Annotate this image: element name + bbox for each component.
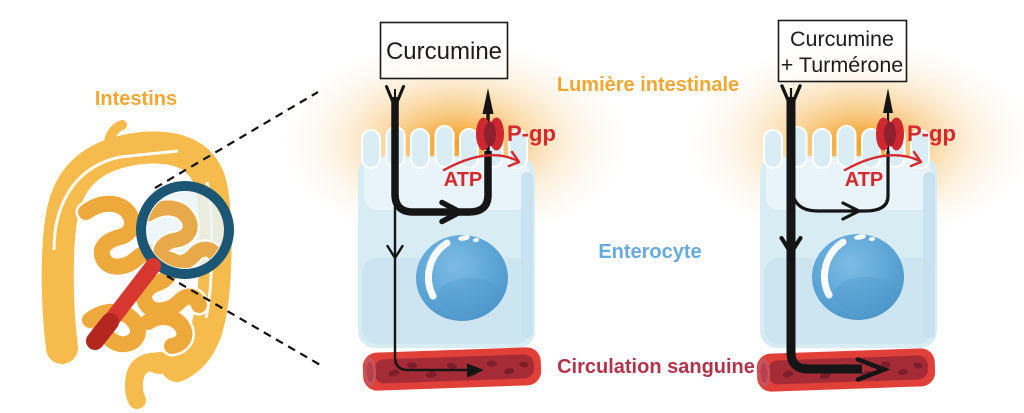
pgp-transporter	[876, 117, 904, 151]
intestines-illustration	[41, 91, 323, 409]
zoom-dashed-line-upper	[154, 91, 319, 189]
efflux-arrowhead	[883, 88, 893, 113]
pgp-transporter	[476, 117, 504, 151]
efflux-arrowhead	[482, 88, 494, 114]
curcumine-box	[379, 21, 509, 80]
pgp-label: P-gp	[507, 121, 556, 146]
atp-arc-arrow	[442, 150, 521, 172]
atp-label: ATP	[444, 169, 483, 191]
curcumine-turmerone-box-line2: + Turmérone	[781, 53, 904, 77]
colon	[41, 120, 232, 409]
circulation-label: Circulation sanguine	[557, 356, 755, 378]
enterocyte-label: Enterocyte	[598, 241, 701, 263]
nucleus	[416, 234, 508, 321]
lumen-label: Lumière intestinale	[557, 74, 739, 96]
curcumine-turmerone-box-line1: Curcumine	[790, 27, 894, 51]
pgp-label: P-gp	[907, 121, 956, 146]
arrow-tail-fletching	[385, 85, 405, 109]
zoom-dashed-line-lower	[166, 275, 323, 367]
curcumine-box-label: Curcumine	[386, 38, 502, 65]
curcumine-turmerone-box	[777, 19, 908, 83]
magnifier	[86, 181, 234, 350]
absorption-arrow	[779, 84, 891, 382]
intestins-label: Intestins	[95, 88, 177, 110]
atp-arc-arrow	[843, 150, 923, 172]
panel-curcumine: Curcumine ATP P-gp	[357, 21, 556, 392]
arrow-tail-fletching	[780, 84, 802, 109]
magnifier-rim	[136, 181, 234, 279]
panel-curcumine-turmerone: Curcumine + Turmérone ATP P-gp	[756, 19, 956, 393]
nucleus	[812, 233, 904, 320]
rectum	[124, 352, 177, 409]
magnified-coils	[147, 198, 223, 268]
atp-label: ATP	[845, 169, 884, 191]
appendix	[103, 120, 127, 165]
absorption-arrow	[386, 150, 484, 378]
